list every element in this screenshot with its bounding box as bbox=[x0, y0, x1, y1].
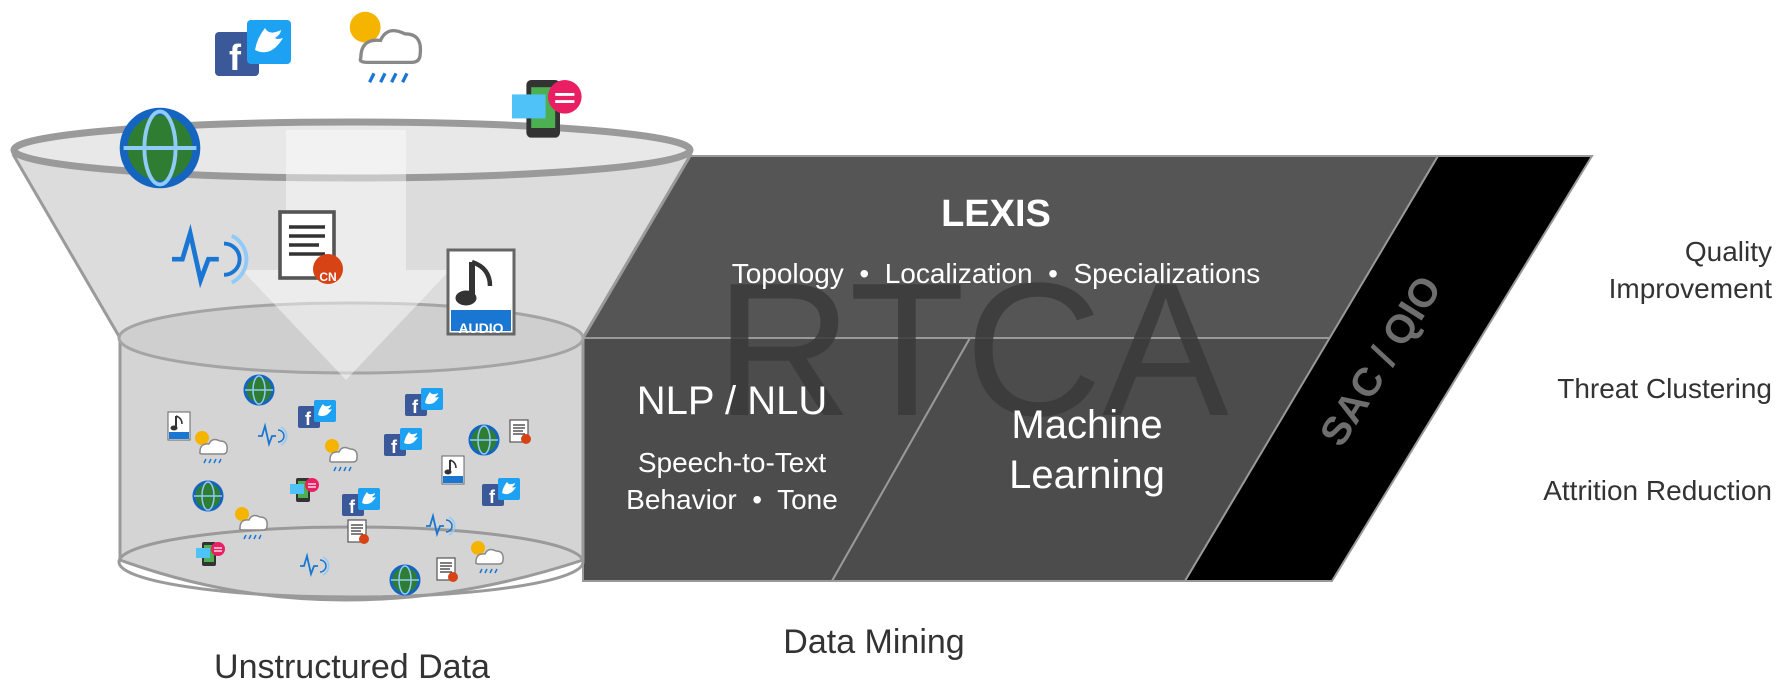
document-icon bbox=[436, 557, 459, 583]
pipeline-band bbox=[581, 155, 1594, 582]
document-badge: CN bbox=[319, 270, 336, 284]
data-funnel bbox=[10, 118, 694, 602]
globe-icon bbox=[243, 374, 275, 406]
document-icon bbox=[509, 419, 532, 445]
outcomes-list: Quality Improvement Threat Clustering At… bbox=[1543, 236, 1772, 506]
funnel-cylinder bbox=[118, 336, 585, 602]
facebook-twitter-icon bbox=[215, 20, 291, 78]
attrition-reduction-label: Attrition Reduction bbox=[1543, 475, 1772, 506]
audio-file-icon bbox=[167, 411, 191, 441]
audio-file-icon bbox=[441, 455, 465, 485]
funnel-arrow bbox=[242, 130, 450, 380]
document-icon bbox=[347, 519, 370, 545]
nlp-line-1: Speech-to-Text bbox=[638, 447, 827, 478]
sac-qio-band bbox=[1183, 155, 1594, 582]
globe-icon bbox=[192, 480, 224, 512]
weather-icon bbox=[348, 10, 423, 84]
lexis-items: Topology • Localization • Specialization… bbox=[732, 258, 1261, 289]
rtca-watermark: RTCA bbox=[715, 244, 1229, 456]
quality-label-1: Quality bbox=[1685, 236, 1772, 267]
threat-clustering-label: Threat Clustering bbox=[1557, 373, 1772, 404]
globe-icon bbox=[468, 424, 500, 456]
lexis-title: LEXIS bbox=[941, 193, 1051, 235]
quality-label-2: Improvement bbox=[1609, 273, 1773, 304]
nlp-line-2: Behavior • Tone bbox=[626, 484, 838, 515]
nlp-title: NLP / NLU bbox=[637, 379, 827, 423]
unstructured-data-label: Unstructured Data bbox=[214, 648, 490, 682]
data-mining-label: Data Mining bbox=[783, 623, 964, 661]
audio-badge: AUDIO bbox=[458, 320, 503, 336]
ml-line-1: Machine bbox=[1011, 403, 1162, 447]
globe-icon bbox=[389, 564, 421, 596]
ml-line-2: Learning bbox=[1009, 453, 1165, 497]
globe-icon bbox=[124, 112, 197, 185]
top-icons: CN AUDIO bbox=[124, 10, 584, 336]
